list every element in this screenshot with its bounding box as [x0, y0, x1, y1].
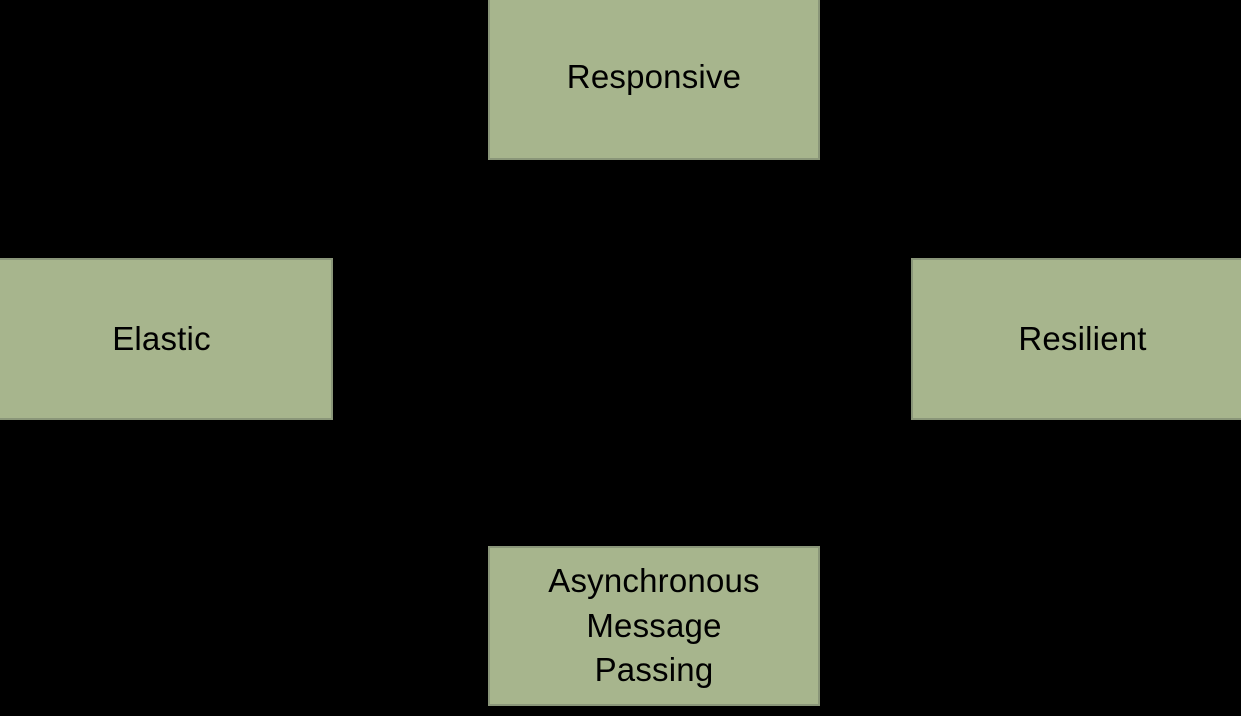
connector-amp-elastic: [166, 428, 488, 630]
connector-resilient-responsive: [828, 79, 1081, 258]
node-elastic[interactable]: Elastic: [0, 258, 333, 420]
node-asynchronous-message-passing[interactable]: Asynchronous Message Passing: [488, 546, 820, 706]
arrowhead-amp-resilient: [1073, 420, 1085, 432]
node-responsive[interactable]: Responsive: [488, 0, 820, 160]
arrowhead-resilient-responsive: [820, 75, 832, 87]
connector-elastic-responsive: [166, 79, 480, 258]
arrowhead-elastic-responsive: [476, 75, 488, 87]
arrowhead-amp-elastic: [162, 420, 174, 432]
connector-amp-resilient: [820, 428, 1081, 630]
node-resilient[interactable]: Resilient: [911, 258, 1241, 420]
